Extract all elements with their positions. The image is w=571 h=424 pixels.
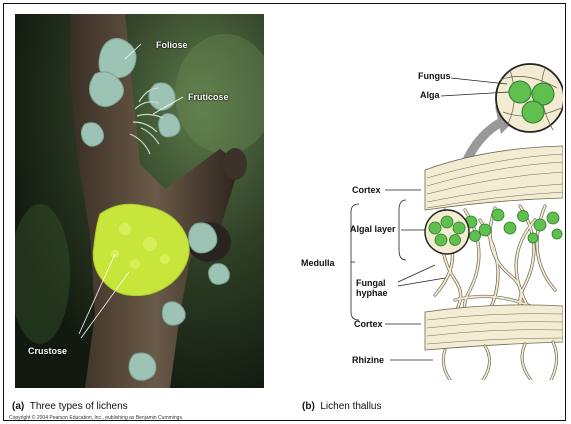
- caption-b: (b) Lichen thallus: [302, 401, 382, 412]
- rhizines: [443, 342, 556, 380]
- algal-layer: [465, 209, 562, 243]
- fungus-label: Fungus: [418, 71, 451, 81]
- rhizine-label: Rhizine: [352, 355, 384, 365]
- cortex-bottom-label: Cortex: [354, 319, 383, 329]
- fungus-alga-zoom: [496, 64, 563, 132]
- lower-cortex: [425, 305, 563, 350]
- medulla-label: Medulla: [301, 258, 335, 268]
- cortex-top-label: Cortex: [352, 185, 381, 195]
- algal-layer-label: Algal layer: [350, 224, 396, 234]
- caption-a-text: Three types of lichens: [30, 401, 128, 412]
- lichen-photo: [15, 14, 264, 388]
- alga-label: Alga: [420, 90, 440, 100]
- upper-cortex: [425, 146, 563, 210]
- copyright-notice: Copyright © 2004 Pearson Education, Inc.…: [9, 415, 183, 421]
- foliose-label: Foliose: [156, 40, 188, 50]
- caption-b-text: Lichen thallus: [320, 401, 381, 412]
- fruticose-label: Fruticose: [188, 92, 229, 102]
- algal-zoom-circle: [425, 210, 469, 254]
- caption-a: (a) Three types of lichens: [12, 401, 128, 412]
- fungal-hyphae-label: Fungal hyphae: [356, 278, 388, 298]
- crustose-label: Crustose: [28, 346, 67, 356]
- caption-b-letter: (b): [302, 401, 315, 412]
- caption-a-letter: (a): [12, 401, 24, 412]
